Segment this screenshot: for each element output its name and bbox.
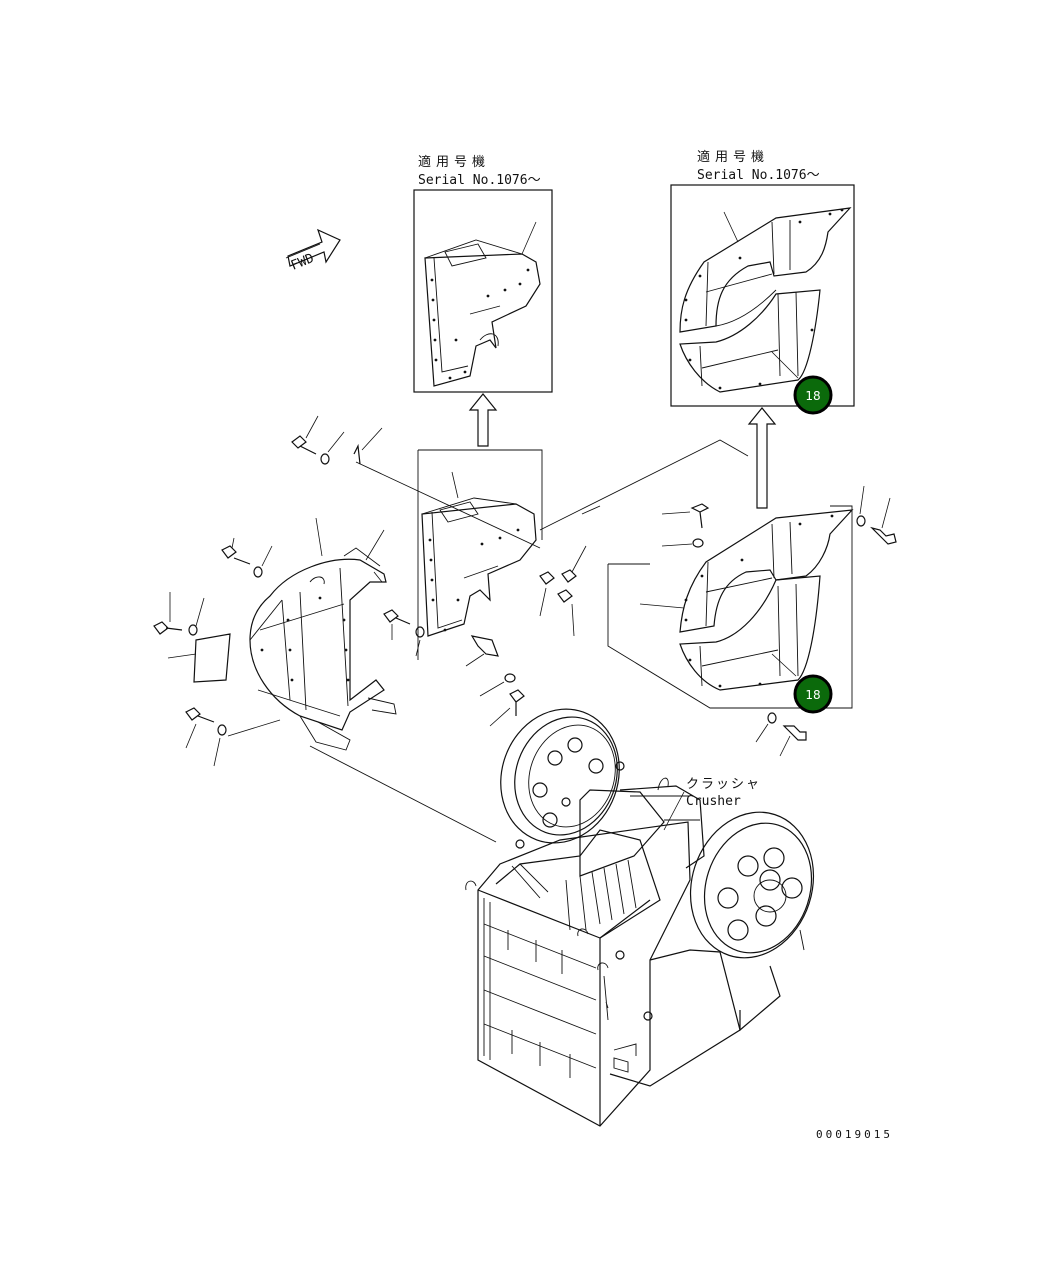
applicability-serial-right: Serial No.1076～ xyxy=(697,168,820,183)
upper-side-cover-main xyxy=(355,439,749,660)
inset-box-right xyxy=(670,184,855,407)
applicability-label-left: 適用号機 Serial No.1076～ xyxy=(418,154,541,188)
applicability-label-right: 適用号機 Serial No.1076～ xyxy=(697,149,820,183)
crusher-assembly xyxy=(465,708,815,1127)
fastener-set xyxy=(153,415,897,767)
arrow-up-left-icon xyxy=(468,393,498,447)
drawing-number: 00019015 xyxy=(816,1128,893,1141)
inset-box-left xyxy=(413,189,553,393)
crusher-side-cover-main xyxy=(607,505,854,709)
crusher-label-jp: クラッシャ xyxy=(686,777,761,792)
arrow-up-right-icon xyxy=(747,407,777,509)
callout-18-bottom[interactable]: 18 xyxy=(793,674,833,714)
applicability-jp-right: 適用号機 xyxy=(697,149,769,165)
crusher-label: クラッシャ Crusher xyxy=(686,777,761,809)
crusher-label-en: Crusher xyxy=(686,794,741,809)
applicability-serial-left: Serial No.1076～ xyxy=(418,173,541,188)
callout-18-bottom-number: 18 xyxy=(805,688,820,702)
applicability-jp-left: 適用号機 xyxy=(418,154,490,170)
callout-18-top[interactable]: 18 xyxy=(793,375,833,415)
flywheel-cover-front xyxy=(167,517,497,843)
fwd-arrow-icon: FWD xyxy=(285,228,341,274)
callout-18-top-number: 18 xyxy=(805,389,820,403)
